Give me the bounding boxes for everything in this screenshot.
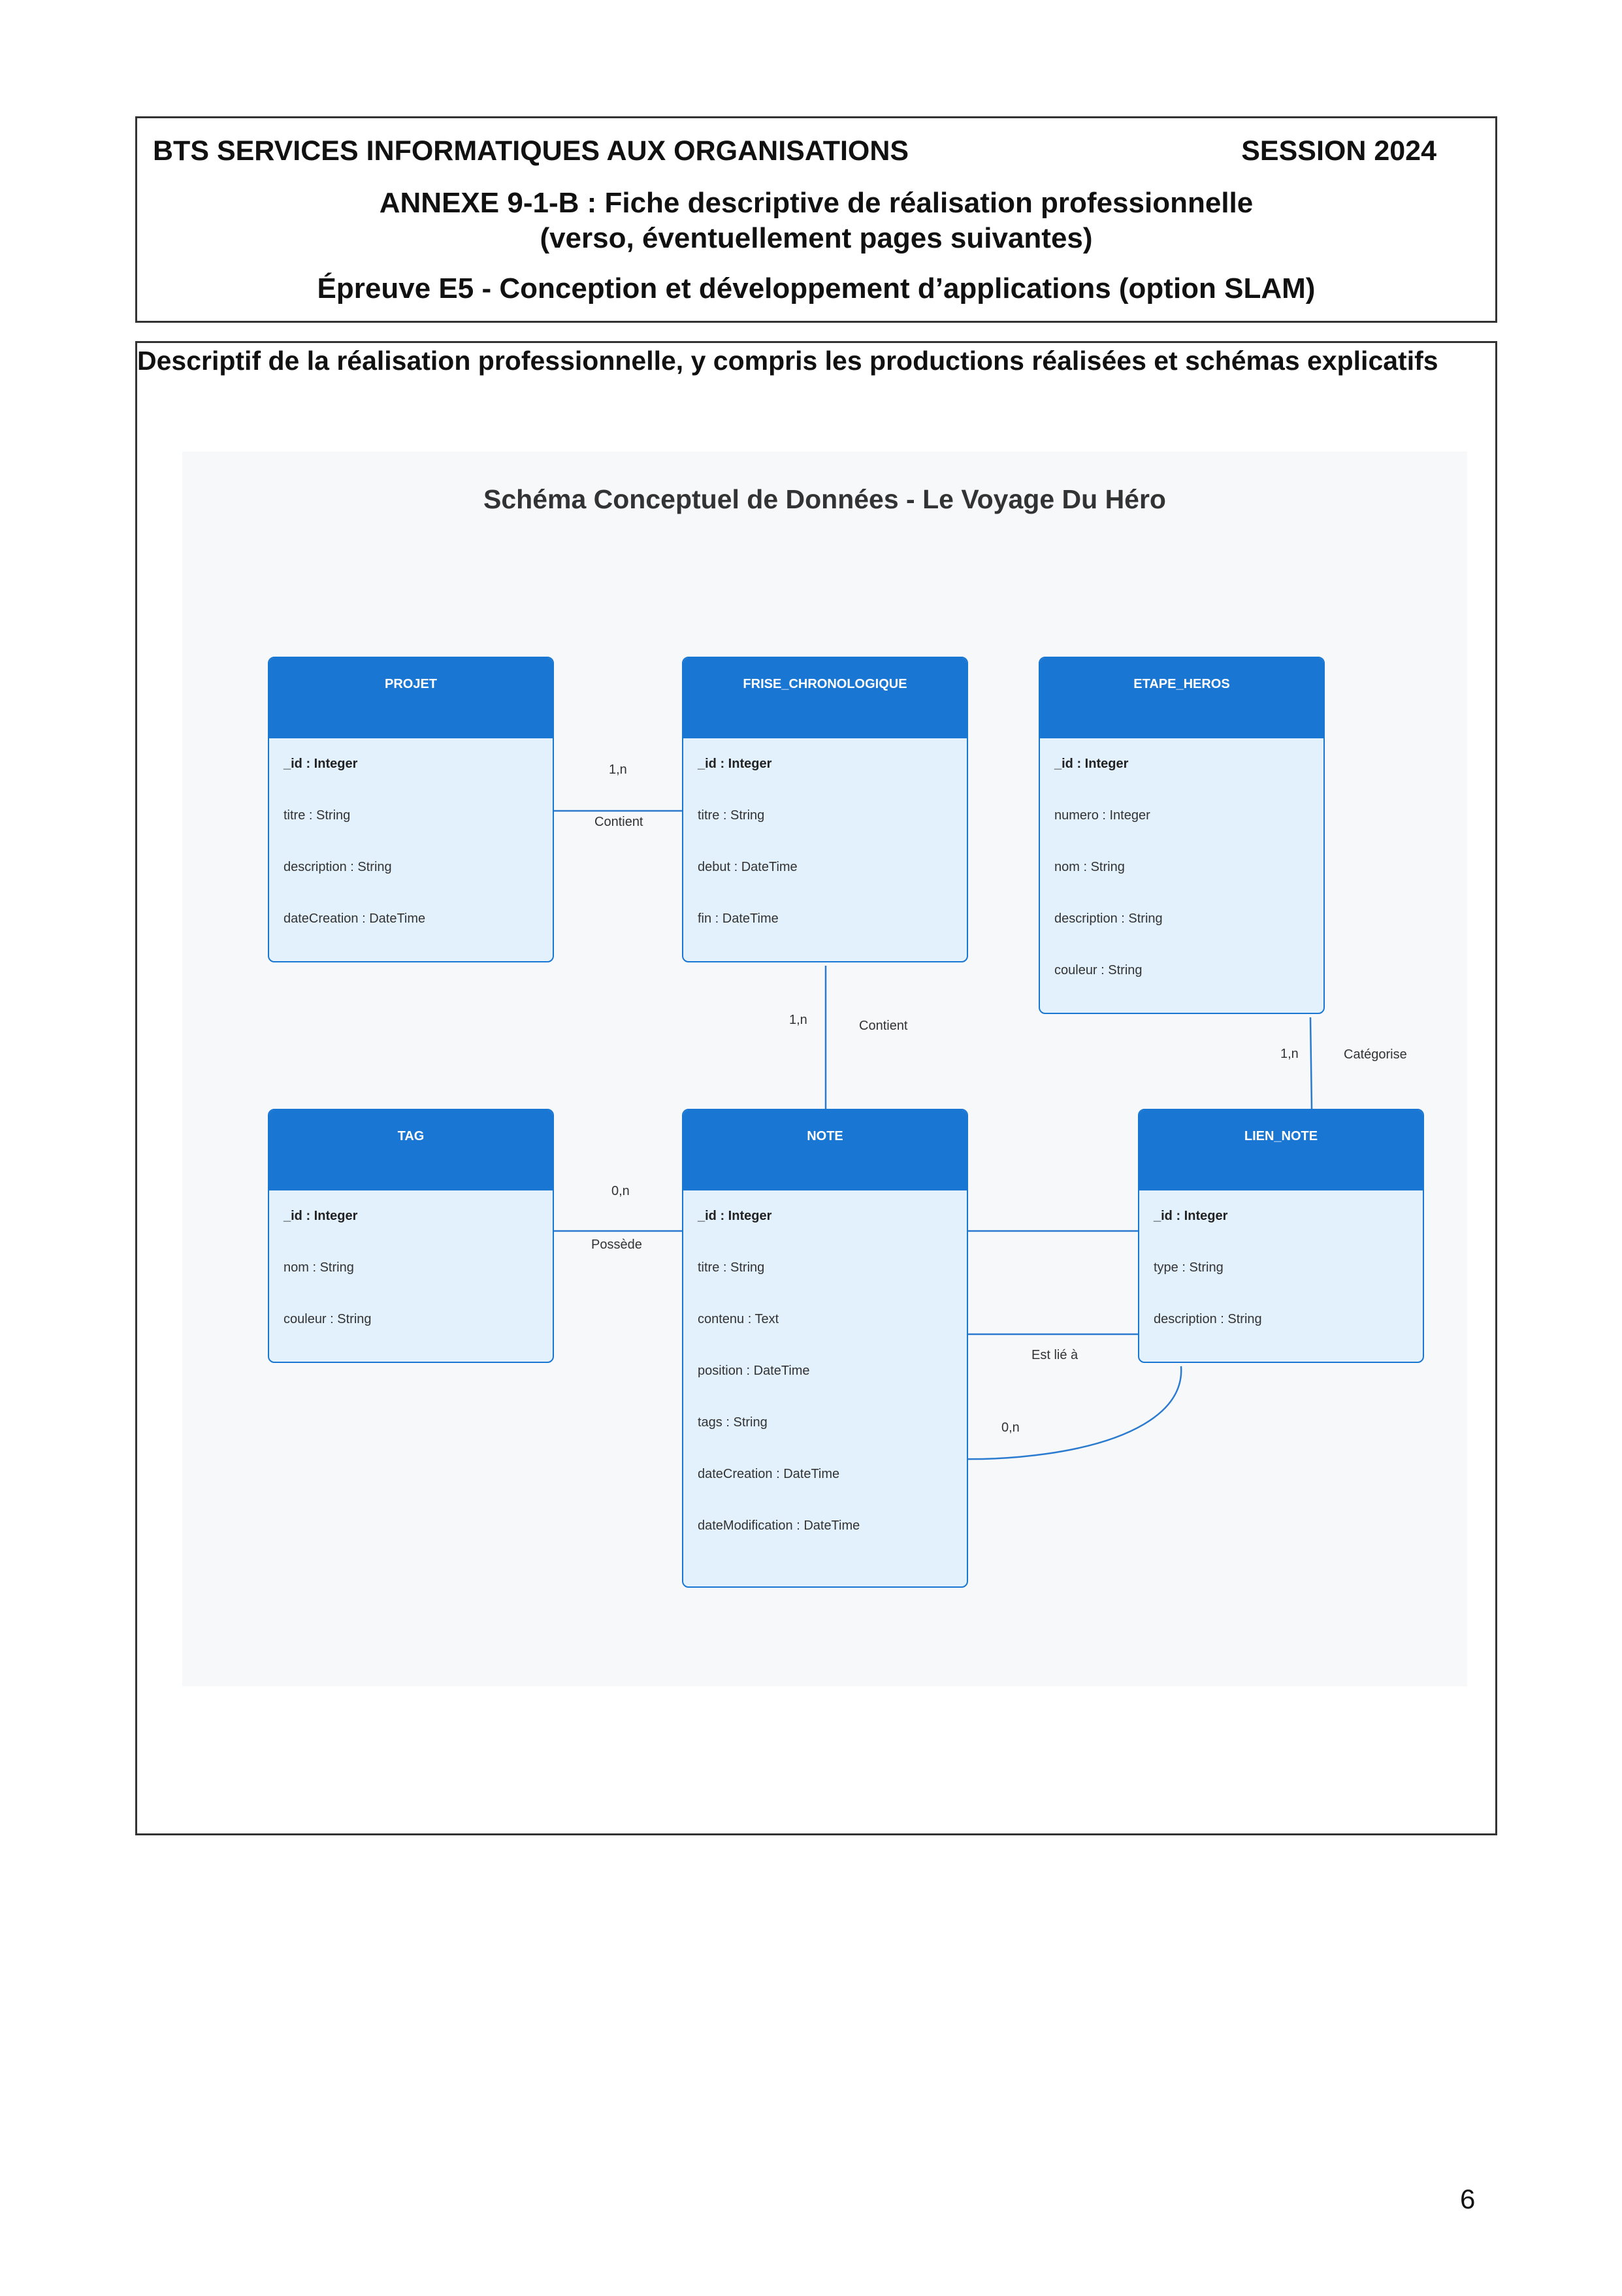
entity-header: TAG	[269, 1110, 553, 1190]
entity-attribute: nom : String	[284, 1260, 354, 1275]
entity-attribute: _id : Integer	[1054, 757, 1129, 771]
cardinality-label: 0,n	[611, 1184, 630, 1198]
relation-label: Contient	[859, 1019, 908, 1033]
entity-attribute: description : String	[1054, 911, 1163, 926]
entity-attribute: debut : DateTime	[698, 860, 798, 874]
entity-etape-heros: ETAPE_HEROS _id : Integer numero : Integ…	[1039, 657, 1325, 1014]
entity-tag: TAG _id : Integer nom : String couleur :…	[268, 1109, 554, 1363]
entity-header: PROJET	[269, 658, 553, 738]
entity-header: LIEN_NOTE	[1139, 1110, 1423, 1190]
entity-attribute: dateCreation : DateTime	[698, 1467, 840, 1481]
entity-header: NOTE	[683, 1110, 967, 1190]
program-title: BTS SERVICES INFORMATIQUES AUX ORGANISAT…	[153, 135, 909, 167]
entity-attribute: tags : String	[698, 1415, 768, 1430]
entity-attribute: description : String	[284, 860, 392, 874]
entity-attribute: _id : Integer	[284, 1209, 358, 1223]
cardinality-label: 1,n	[609, 763, 627, 777]
annexe-title: ANNEXE 9-1-B : Fiche descriptive de réal…	[137, 186, 1495, 256]
entity-attribute: contenu : Text	[698, 1312, 779, 1326]
entity-frise-chronologique: FRISE_CHRONOLOGIQUE _id : Integer titre …	[682, 657, 968, 962]
entity-attribute: nom : String	[1054, 860, 1125, 874]
cardinality-label: 1,n	[789, 1013, 807, 1027]
entity-header: ETAPE_HEROS	[1040, 658, 1323, 738]
entity-note: NOTE _id : Integer titre : String conten…	[682, 1109, 968, 1588]
entity-attribute: numero : Integer	[1054, 808, 1150, 823]
entity-header: FRISE_CHRONOLOGIQUE	[683, 658, 967, 738]
entity-lien-note: LIEN_NOTE _id : Integer type : String de…	[1138, 1109, 1424, 1363]
entity-attribute: dateModification : DateTime	[698, 1518, 860, 1533]
entity-attribute: dateCreation : DateTime	[284, 911, 426, 926]
diagram-title: Schéma Conceptuel de Données - Le Voyage…	[483, 484, 1166, 514]
epreuve-title: Épreuve E5 - Conception et développement…	[317, 272, 1316, 304]
relation-label: Est lié à	[1031, 1348, 1079, 1362]
entity-attribute: _id : Integer	[1154, 1209, 1228, 1223]
annexe-line-2: (verso, éventuellement pages suivantes)	[540, 222, 1093, 254]
entity-attribute: titre : String	[698, 808, 765, 823]
entity-attribute: couleur : String	[1054, 963, 1143, 977]
entity-attribute: description : String	[1154, 1312, 1262, 1326]
header-top-line: BTS SERVICES INFORMATIQUES AUX ORGANISAT…	[153, 135, 1436, 167]
cardinality-label: 0,n	[1001, 1420, 1020, 1435]
section-title: Descriptif de la réalisation professionn…	[137, 346, 1438, 376]
entity-attribute: couleur : String	[284, 1312, 372, 1326]
conceptual-diagram: Schéma Conceptuel de Données - Le Voyage…	[182, 451, 1467, 1686]
relation-label: Possède	[591, 1238, 642, 1252]
annexe-line-1: ANNEXE 9-1-B : Fiche descriptive de réal…	[379, 187, 1254, 219]
entity-attribute: _id : Integer	[698, 757, 772, 771]
entity-attribute: titre : String	[698, 1260, 765, 1275]
description-box: Descriptif de la réalisation professionn…	[135, 341, 1497, 1835]
entity-attribute: position : DateTime	[698, 1364, 810, 1378]
relation-label: Catégorise	[1344, 1047, 1407, 1062]
entity-attribute: titre : String	[284, 808, 351, 823]
entity-attribute: fin : DateTime	[698, 911, 779, 926]
entity-attribute: _id : Integer	[284, 757, 358, 771]
entity-attribute: _id : Integer	[698, 1209, 772, 1223]
entity-projet: PROJET _id : Integer titre : String desc…	[268, 657, 554, 962]
relation-label: Contient	[594, 815, 643, 829]
link-etape-lien	[1309, 1017, 1313, 1109]
page-number: 6	[1460, 2184, 1476, 2214]
entity-attribute: type : String	[1154, 1260, 1224, 1275]
header-box: BTS SERVICES INFORMATIQUES AUX ORGANISAT…	[135, 116, 1497, 323]
cardinality-label: 1,n	[1280, 1047, 1299, 1061]
session-label: SESSION 2024	[1241, 135, 1436, 167]
